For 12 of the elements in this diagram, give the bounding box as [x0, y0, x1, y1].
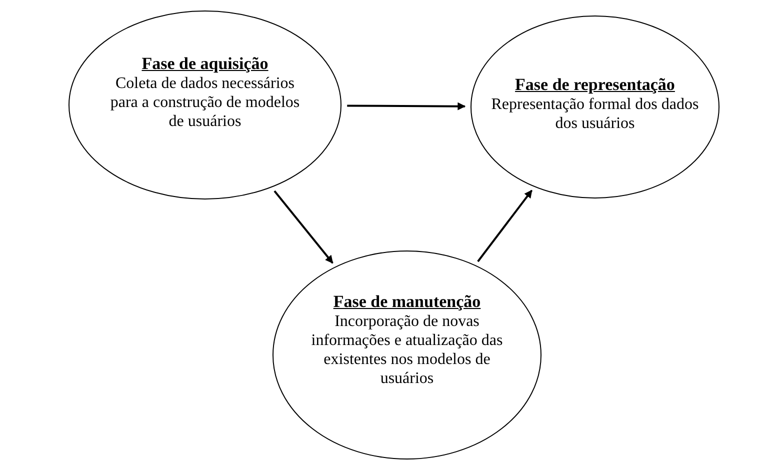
arrow	[347, 102, 466, 110]
arrow	[477, 190, 533, 262]
phase-description: Incorporação de novas informações e atualização das existentes nos modelos de usuários	[310, 312, 504, 388]
arrow	[274, 190, 334, 264]
phase-description: Representação formal dos dados dos usuários	[490, 95, 700, 133]
phase-ellipse	[470, 15, 720, 199]
phase-title: Fase de representação	[515, 75, 675, 95]
phase-description: Coleta de dados necessários para a construção de modelos de usuários	[110, 74, 300, 131]
phase-ellipse	[68, 10, 342, 200]
phase-title: Fase de manutenção	[333, 292, 481, 312]
phase-title: Fase de aquisição	[142, 54, 268, 74]
phase-ellipse	[272, 250, 542, 460]
